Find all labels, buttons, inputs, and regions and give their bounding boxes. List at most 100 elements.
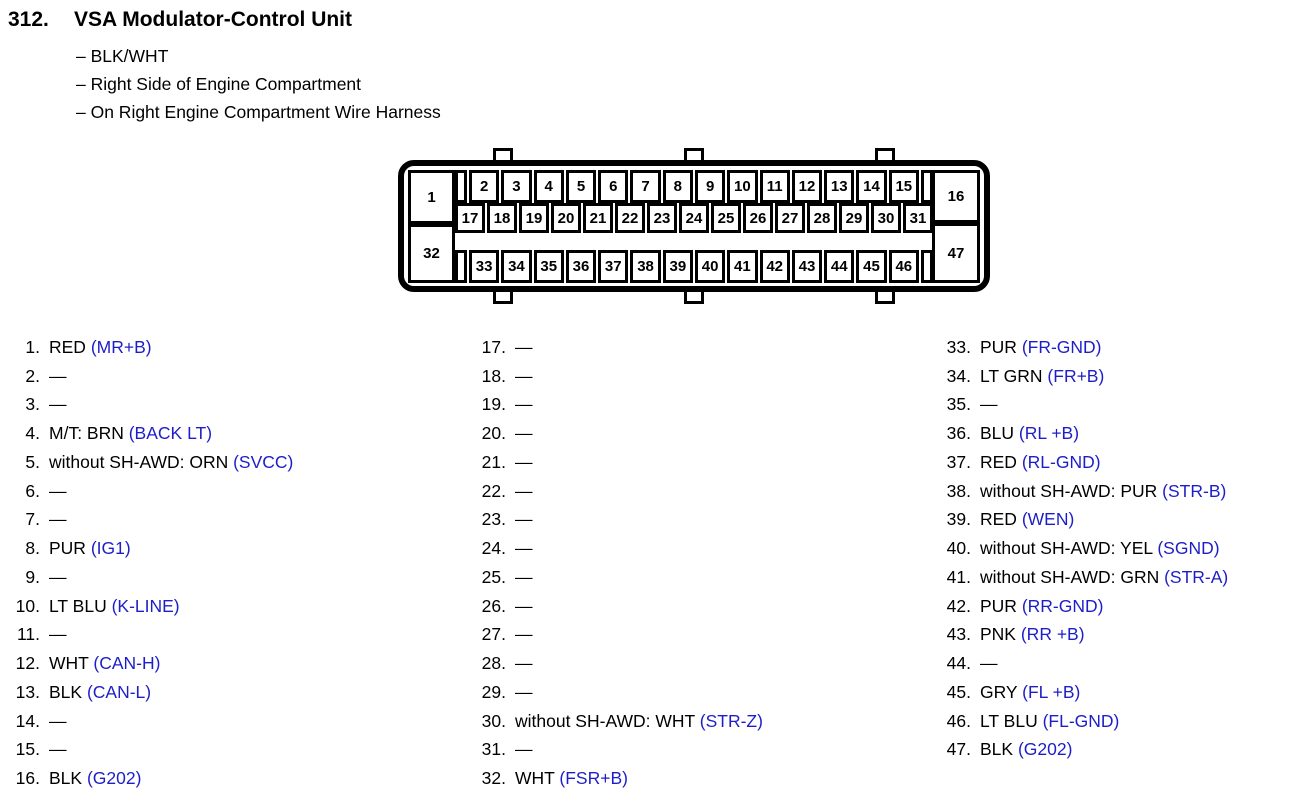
pin-number: 11. — [16, 624, 40, 645]
pin-wire-color: GRY — [980, 681, 1023, 702]
connector-pin-cell: 34 — [501, 250, 532, 283]
pin-wire-color: — — [515, 681, 533, 702]
pin-row: 33. PUR (FR-GND) — [939, 333, 1228, 362]
connector-pin-cell: 21 — [583, 203, 613, 233]
pin-number: 20. — [481, 423, 506, 444]
pin-wire-color: without SH-AWD: ORN — [49, 451, 234, 472]
pin-number: 34. — [946, 365, 971, 386]
pin-signal-name: (FR+B) — [1047, 365, 1105, 386]
pin-number: 16. — [15, 768, 40, 789]
section-number: 312. — [8, 8, 49, 31]
connector-blank-cell — [921, 250, 933, 283]
connector-row-middle-cells: 17 18 19 20 21 22 23 24 25 26 — [455, 203, 933, 233]
pin-signal-name: (RR +B) — [1020, 624, 1085, 645]
connector-pin-cell: 25 — [711, 203, 741, 233]
pin-wire-color: — — [49, 509, 67, 530]
pin-wire-color: — — [515, 451, 533, 472]
pin-wire-color: — — [515, 336, 533, 357]
pin-number: 37. — [946, 451, 971, 472]
pin-row: 43. PNK (RR +B) — [939, 621, 1228, 650]
pin-number: 45. — [946, 681, 971, 702]
connector-pin-cell: 40 — [694, 250, 726, 283]
pin-number: 23. — [481, 509, 506, 530]
pin-signal-name: (STR-A) — [1164, 566, 1229, 587]
pin-wire-color: without SH-AWD: YEL — [980, 538, 1158, 559]
pin-number: 4. — [25, 423, 40, 444]
connector-pin-cell: 22 — [615, 203, 645, 233]
pin-row: 8. PUR (IG1) — [8, 534, 293, 563]
pin-row: 4. M/T: BRN (BACK LT) — [8, 419, 293, 448]
pin-number: 17. — [481, 336, 506, 357]
pin-row: 17. — — [474, 333, 763, 362]
pin-row: 19. — — [474, 391, 763, 420]
pin-signal-name: (G202) — [86, 768, 142, 789]
pin-row: 42. PUR (RR-GND) — [939, 592, 1228, 621]
connector-pin-cell: 18 — [487, 203, 517, 233]
pin-wire-color: — — [515, 365, 533, 386]
connector-pin-cell: 4 — [533, 170, 564, 203]
pin-row: 12. WHT (CAN-H) — [8, 649, 293, 678]
connector-pin-cell: 14 — [856, 170, 887, 203]
pin-row: 45. GRY (FL +B) — [939, 678, 1228, 707]
pin-wire-color: — — [49, 394, 67, 415]
connector-pin-cell: 35 — [533, 250, 564, 283]
pin-number: 26. — [481, 595, 506, 616]
pin-row: 41. without SH-AWD: GRN (STR-A) — [939, 563, 1229, 592]
pin-signal-name: (SGND) — [1157, 538, 1220, 559]
pin-row: 39. RED (WEN) — [939, 506, 1228, 535]
pin-number: 31. — [481, 739, 506, 760]
pin-number: 29. — [481, 681, 506, 702]
pin-row: 32. WHT (FSR+B) — [474, 764, 763, 793]
pin-number: 47. — [946, 739, 971, 760]
pin-row: 20. — — [474, 419, 763, 448]
pin-number: 46. — [946, 710, 971, 731]
pin-row: 40. without SH-AWD: YEL (SGND) — [939, 534, 1228, 563]
pin-row: 34. LT GRN (FR+B) — [939, 362, 1228, 391]
pin-number: 21. — [481, 451, 506, 472]
pin-number: 8. — [25, 538, 40, 559]
connector-pin-cell-1: 1 — [408, 170, 455, 224]
pin-number: 39. — [946, 509, 971, 530]
pin-signal-name: (WEN) — [1021, 509, 1075, 530]
pin-row: 46. LT BLU (FL-GND) — [939, 707, 1228, 736]
pin-signal-name: (G202) — [1017, 739, 1073, 760]
pin-number: 7. — [25, 509, 40, 530]
connector-pin-cell: 46 — [888, 250, 919, 283]
header-bullet: – BLK/WHT — [76, 46, 169, 66]
connector-pin-cell: 2 — [469, 170, 500, 203]
pin-wire-color: — — [515, 480, 533, 501]
connector-pin-cell: 39 — [662, 250, 693, 283]
pin-wire-color: — — [49, 480, 67, 501]
pin-wire-color: — — [49, 624, 67, 645]
pin-wire-color: PUR — [980, 595, 1022, 616]
connector-pin-cell: 12 — [791, 170, 823, 203]
connector-pin-cell: 44 — [824, 250, 855, 283]
pin-wire-color: — — [49, 710, 67, 731]
connector-pin-cell: 29 — [839, 203, 869, 233]
connector-pin-cell: 19 — [519, 203, 549, 233]
pin-wire-color: — — [515, 566, 533, 587]
pin-row: 14. — — [8, 707, 293, 736]
connector-pin-cell: 41 — [727, 250, 758, 283]
connector-pin-cell: 26 — [743, 203, 773, 233]
pin-wire-color: — — [49, 739, 67, 760]
connector-pin-cell: 27 — [775, 203, 805, 233]
pin-wire-color: without SH-AWD: GRN — [980, 566, 1165, 587]
pin-wire-color: BLU — [980, 423, 1019, 444]
pin-row: 18. — — [474, 362, 763, 391]
pin-number: 2. — [25, 365, 40, 386]
connector-pin-cell: 20 — [551, 203, 581, 233]
pin-row: 23. — — [474, 506, 763, 535]
connector-pin-cell: 36 — [565, 250, 597, 283]
connector-pin-cell: 9 — [694, 170, 726, 203]
pin-wire-color: without SH-AWD: WHT — [515, 710, 700, 731]
pin-wire-color: BLK — [49, 768, 87, 789]
page-title: VSA Modulator-Control Unit — [74, 8, 353, 31]
pin-wire-color: — — [515, 595, 533, 616]
pin-number: 13. — [15, 681, 40, 702]
pin-wire-color: PUR — [49, 538, 91, 559]
pin-row: 35. — — [939, 391, 1228, 420]
pin-row: 7. — — [8, 506, 293, 535]
header-bullet: – On Right Engine Compartment Wire Harne… — [76, 102, 441, 122]
